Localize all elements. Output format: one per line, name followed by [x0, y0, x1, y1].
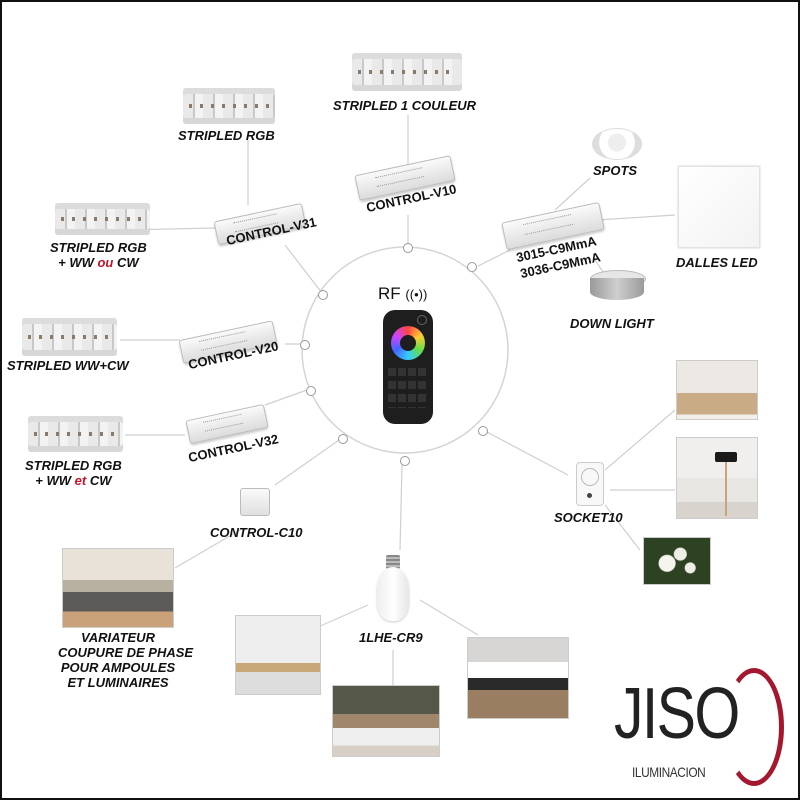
link-v32-hub [264, 389, 308, 406]
link-socket-photo3 [604, 504, 641, 551]
link-bulb-hub [399, 464, 403, 551]
stripled-rgb-ww-et-cw-label: STRIPLED RGB + WW et CW [25, 458, 122, 488]
hub-node-v32[interactable] [306, 386, 316, 396]
smart-bulb-image [377, 555, 409, 623]
link-v31-hub [284, 244, 323, 294]
link-driver-hub [477, 249, 511, 267]
rf-label: RF ((•)) [378, 284, 428, 303]
jiso-logo: JISO ILUMINACION [612, 660, 792, 790]
link-c10-variateur [174, 529, 241, 569]
link-c10-hub [274, 437, 343, 486]
hub-node-v10[interactable] [403, 243, 413, 253]
power-button-icon [417, 315, 427, 325]
hub-node-v31[interactable] [318, 290, 328, 300]
socket10-device [576, 462, 604, 506]
hub-node-c10[interactable] [338, 434, 348, 444]
stripled-1-couleur-image [352, 53, 462, 91]
spots-label: SPOTS [593, 163, 638, 178]
stripled-1-couleur-label: STRIPLED 1 COULEUR [333, 98, 477, 113]
bedroom-photo [332, 685, 440, 757]
sideboard-lamp-photo [676, 360, 758, 420]
stripled-rgb-ww-et-cw-image [28, 416, 123, 452]
stripled-ww-cw-image [22, 318, 117, 356]
dalles-led-label: DALLES LED [676, 255, 758, 270]
stripled-rgb-image [183, 88, 275, 124]
color-wheel [391, 326, 425, 360]
logo-wordmark: JISO [614, 674, 740, 754]
hub-node-socket[interactable] [478, 426, 488, 436]
1lhe-cr9-label: 1LHE-CR9 [359, 630, 423, 645]
garden-globe-lights-photo [643, 537, 711, 585]
down-light-label: DOWN LIGHT [570, 316, 654, 331]
socket10-label: SOCKET10 [554, 510, 623, 525]
variateur-label: VARIATEUR COUPURE DE PHASE POUR AMPOULES… [58, 630, 194, 690]
control-c10-device [240, 488, 270, 516]
link-socket-photo1 [604, 409, 676, 471]
stripled-rgb-ww-ou-cw-label: STRIPLED RGB + WW ou CW [50, 240, 147, 270]
hub-node-v20[interactable] [300, 340, 310, 350]
spot-image [592, 128, 642, 160]
link-driver-dalles [597, 214, 676, 221]
dining-hall-photo [467, 637, 569, 719]
stripled-ww-cw-label: STRIPLED WW+CW [7, 358, 129, 373]
dalle-led-image [678, 166, 760, 248]
kitchen-photo [62, 548, 174, 628]
radio-waves-icon: ((•)) [405, 287, 428, 302]
hub-node-bulb[interactable] [400, 456, 410, 466]
link-bulb-room3 [419, 599, 479, 636]
rf-remote-control [383, 310, 433, 424]
link-driver-spots [554, 177, 591, 211]
keypad [388, 368, 428, 408]
link-socket-hub [486, 431, 569, 476]
control-c10-label: CONTROL-C10 [210, 525, 303, 540]
logo-arc [724, 668, 784, 786]
link-bulb-room1 [317, 604, 369, 628]
hub-node-driver[interactable] [467, 262, 477, 272]
dining-room-photo [235, 615, 321, 695]
living-room-floor-lamp-photo [676, 437, 758, 519]
downlight-image [590, 270, 646, 310]
stripled-rgb-label: STRIPLED RGB [178, 128, 275, 143]
logo-subtitle: ILUMINACION [632, 764, 706, 780]
stripled-rgb-ww-ou-cw-image [55, 203, 150, 235]
